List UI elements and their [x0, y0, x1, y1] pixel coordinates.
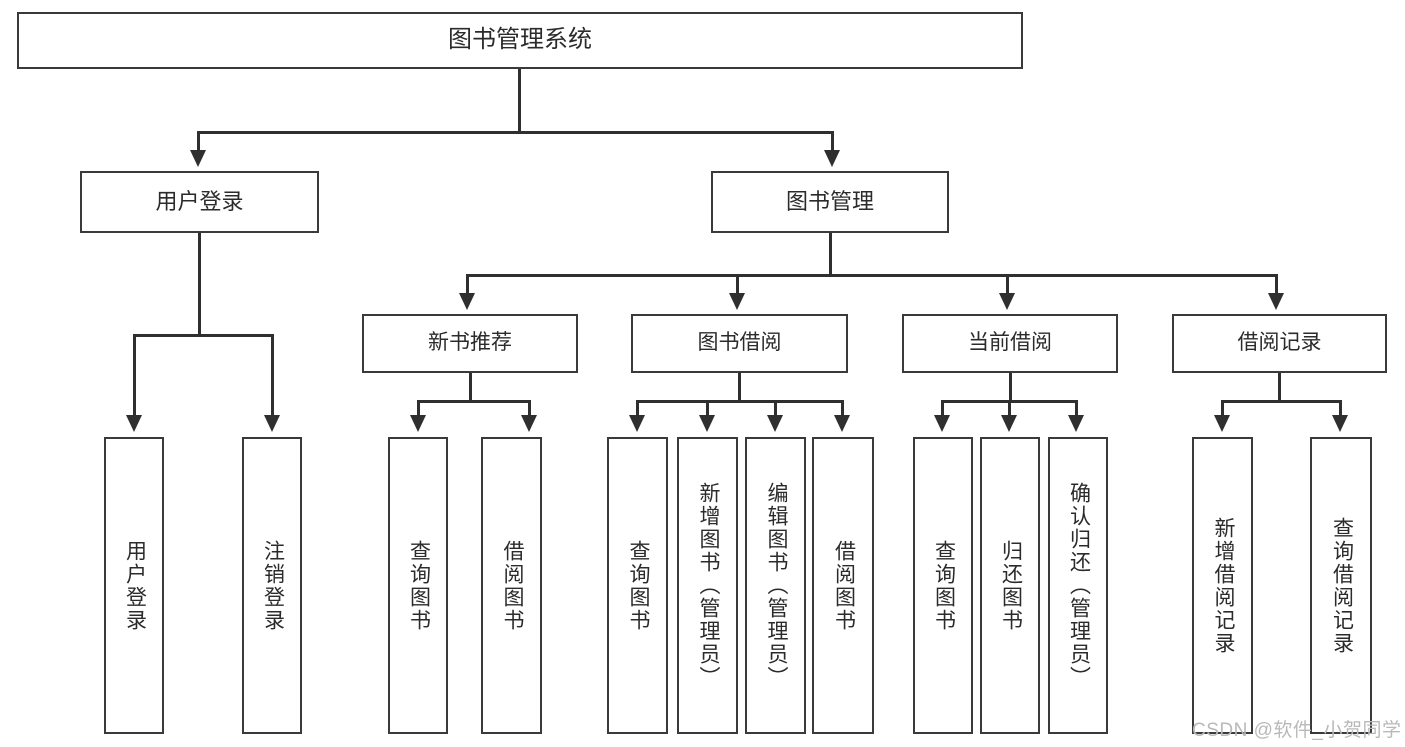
- node-new-book-recommend[interactable]: 新书推荐: [362, 314, 578, 373]
- arrowhead-new-book-1: [410, 415, 426, 432]
- arrowhead-borrow-record-2: [1332, 415, 1348, 432]
- connector-current-borrow-drop-1: [941, 400, 944, 417]
- node-label: 图书管理: [785, 188, 874, 214]
- connector-book-borrow-drop-1: [636, 400, 639, 417]
- connector-book-borrow-drop-3: [774, 400, 777, 417]
- node-borrow-record[interactable]: 借阅记录: [1172, 314, 1387, 373]
- arrowhead-book-borrow-4: [834, 415, 850, 432]
- connector-current-borrow-stem: [1009, 373, 1012, 402]
- leaf-book-borrow-edit[interactable]: 编辑图书（管理员）: [745, 437, 806, 734]
- leaf-current-borrow-return[interactable]: 归还图书: [980, 437, 1040, 734]
- node-label: 借阅图书: [832, 539, 856, 632]
- leaf-current-borrow-query[interactable]: 查询图书: [913, 437, 973, 734]
- connector-book-manage-drop-3: [1006, 274, 1009, 295]
- node-label: 新增借阅记录: [1211, 516, 1235, 655]
- connector-new-book-stem: [469, 373, 472, 402]
- node-book-borrow[interactable]: 图书借阅: [631, 314, 848, 373]
- node-label: 新增图书（管理员）: [696, 482, 720, 689]
- leaf-user-login-login[interactable]: 用户登录: [104, 437, 164, 734]
- connector-book-manage-stem: [829, 233, 832, 276]
- leaf-user-login-logout[interactable]: 注销登录: [242, 437, 302, 734]
- arrowhead-user-login-2: [264, 415, 280, 432]
- node-label: 确认归还（管理员）: [1067, 482, 1091, 689]
- node-label: 当前借阅: [968, 331, 1052, 355]
- connector-book-manage-drop-4: [1275, 274, 1278, 295]
- connector-user-login-stem: [198, 233, 201, 335]
- connector-book-manage-drop-1: [466, 274, 469, 295]
- leaf-book-borrow-borrow[interactable]: 借阅图书: [812, 437, 874, 734]
- arrowhead-current-borrow-2: [1001, 415, 1017, 432]
- connector-root-drop-right: [831, 131, 834, 152]
- arrowhead-current-borrow: [999, 293, 1015, 310]
- arrowhead-current-borrow-3: [1068, 415, 1084, 432]
- connector-current-borrow-drop-2: [1008, 400, 1011, 417]
- node-label: 查询图书: [626, 539, 650, 632]
- arrowhead-current-borrow-1: [934, 415, 950, 432]
- connector-borrow-record-stem: [1278, 373, 1281, 402]
- arrowhead-book-borrow-2: [699, 415, 715, 432]
- connector-book-borrow-drop-2: [706, 400, 709, 417]
- connector-user-login-drop-2: [271, 334, 274, 417]
- leaf-borrow-record-add[interactable]: 新增借阅记录: [1192, 437, 1253, 734]
- node-label: 编辑图书（管理员）: [764, 482, 788, 689]
- node-label: 用户登录: [123, 539, 147, 632]
- node-label: 新书推荐: [428, 331, 512, 355]
- node-current-borrow[interactable]: 当前借阅: [902, 314, 1118, 373]
- leaf-book-borrow-add[interactable]: 新增图书（管理员）: [677, 437, 738, 734]
- connector-borrow-record-drop-2: [1339, 400, 1342, 417]
- arrowhead-book-borrow-1: [629, 415, 645, 432]
- arrowhead-to-book-manage: [824, 150, 840, 167]
- node-book-management[interactable]: 图书管理: [711, 171, 949, 233]
- node-label: 借阅图书: [500, 539, 524, 632]
- connector-root-bus: [197, 131, 834, 134]
- node-label: 借阅记录: [1237, 331, 1322, 355]
- arrowhead-book-borrow-3: [767, 415, 783, 432]
- arrowhead-borrow-record-1: [1214, 415, 1230, 432]
- leaf-current-borrow-confirm-return[interactable]: 确认归还（管理员）: [1048, 437, 1108, 734]
- node-label: 查询图书: [407, 539, 431, 632]
- node-label: 查询图书: [932, 539, 956, 632]
- connector-current-borrow-drop-3: [1075, 400, 1078, 417]
- arrowhead-borrow-record: [1268, 293, 1284, 310]
- connector-new-book-drop-2: [528, 400, 531, 417]
- connector-book-manage-drop-2: [736, 274, 739, 295]
- arrowhead-to-user-login: [190, 150, 206, 167]
- node-root-system[interactable]: 图书管理系统: [17, 12, 1023, 69]
- node-user-login[interactable]: 用户登录: [80, 171, 319, 233]
- connector-borrow-record-bus: [1221, 400, 1342, 403]
- node-label: 注销登录: [261, 539, 285, 632]
- leaf-book-borrow-query[interactable]: 查询图书: [607, 437, 668, 734]
- node-label: 图书管理系统: [448, 26, 592, 54]
- connector-book-borrow-stem: [738, 373, 741, 402]
- leaf-new-book-query[interactable]: 查询图书: [388, 437, 448, 734]
- connector-new-book-bus: [417, 400, 531, 403]
- connector-new-book-drop-1: [417, 400, 420, 417]
- arrowhead-user-login-1: [126, 415, 142, 432]
- connector-user-login-drop-1: [133, 334, 136, 417]
- connector-book-manage-bus: [466, 274, 1278, 277]
- connector-book-borrow-drop-4: [841, 400, 844, 417]
- leaf-new-book-borrow[interactable]: 借阅图书: [481, 437, 542, 734]
- connector-borrow-record-drop-1: [1221, 400, 1224, 417]
- arrowhead-new-book: [459, 293, 475, 310]
- leaf-borrow-record-query[interactable]: 查询借阅记录: [1310, 437, 1372, 734]
- node-label: 查询借阅记录: [1330, 516, 1354, 655]
- node-label: 用户登录: [155, 188, 244, 214]
- connector-user-login-bus: [133, 334, 274, 337]
- arrowhead-new-book-2: [521, 415, 537, 432]
- connector-root-drop-left: [197, 131, 200, 152]
- connector-root-stem: [518, 69, 521, 133]
- arrowhead-book-borrow: [729, 293, 745, 310]
- node-label: 图书借阅: [697, 331, 782, 355]
- connector-book-borrow-bus: [636, 400, 844, 403]
- node-label: 归还图书: [999, 539, 1023, 632]
